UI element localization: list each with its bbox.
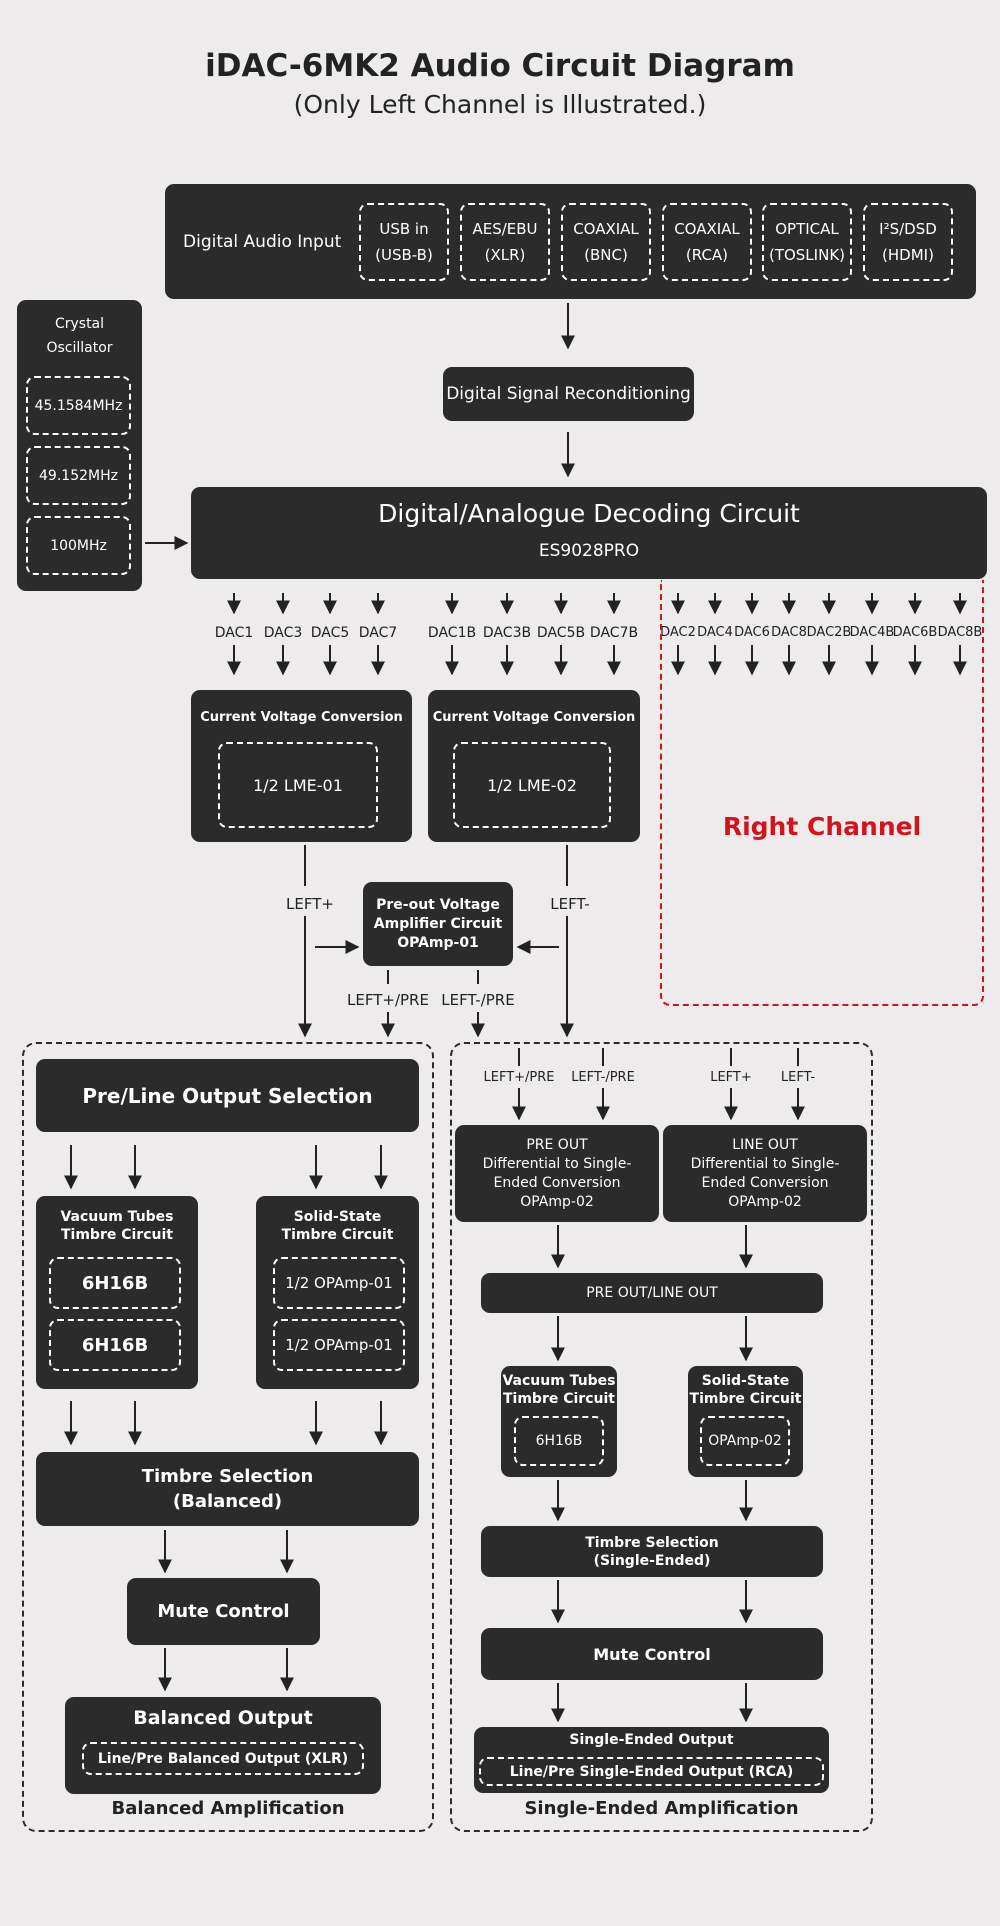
balanced-section bbox=[22, 1042, 434, 1832]
port-usb-type: (USB-B) bbox=[375, 246, 433, 264]
dac-label: DAC7 bbox=[358, 625, 398, 641]
port-i2s-dsd-name: I²S/DSD bbox=[879, 220, 937, 238]
bal-solid-timbre: Solid-State Timbre Circuit 1/2 OPAmp-01 … bbox=[256, 1196, 419, 1389]
iv-conversion-1-chip: 1/2 LME-01 bbox=[218, 742, 378, 828]
freq-100: 100MHz bbox=[26, 516, 131, 575]
bal-tube-chip-2: 6H16B bbox=[49, 1319, 181, 1371]
left-minus-label: LEFT- bbox=[550, 895, 590, 913]
port-optical: OPTICAL (TOSLINK) bbox=[762, 203, 852, 281]
dac-label: DAC4 bbox=[697, 625, 733, 640]
output-selection: Pre/Line Output Selection bbox=[36, 1059, 419, 1132]
dac-label: DAC2B bbox=[806, 625, 852, 640]
se-tube-timbre-title: Vacuum Tubes Timbre Circuit bbox=[502, 1373, 616, 1407]
right-channel-region bbox=[660, 580, 984, 1006]
balanced-output-title: Balanced Output bbox=[133, 1707, 313, 1729]
bal-tube-chip-1: 6H16B bbox=[49, 1257, 181, 1309]
dac-label: DAC4B bbox=[849, 625, 895, 640]
se-tube-timbre: Vacuum Tubes Timbre Circuit 6H16B bbox=[501, 1366, 617, 1477]
se-solid-timbre-title: Solid-State Timbre Circuit bbox=[689, 1373, 802, 1407]
bal-tube-timbre-title: Vacuum Tubes Timbre Circuit bbox=[60, 1209, 174, 1243]
bal-mute-control: Mute Control bbox=[127, 1578, 320, 1645]
port-usb: USB in (USB-B) bbox=[359, 203, 449, 281]
single-ended-output-rca: Line/Pre Single-Ended Output (RCA) bbox=[479, 1757, 824, 1786]
port-usb-name: USB in bbox=[379, 220, 429, 238]
port-aes-ebu-name: AES/EBU bbox=[472, 220, 538, 238]
port-optical-name: OPTICAL bbox=[775, 220, 839, 238]
bal-solid-timbre-title: Solid-State Timbre Circuit bbox=[281, 1209, 394, 1243]
single-ended-output-title: Single-Ended Output bbox=[569, 1732, 734, 1748]
bal-tube-timbre: Vacuum Tubes Timbre Circuit 6H16B 6H16B bbox=[36, 1196, 198, 1389]
single-ended-section-label: Single-Ended Amplification bbox=[524, 1798, 799, 1819]
dac-label: DAC8B bbox=[937, 625, 983, 640]
se-solid-chip: OPAmp-02 bbox=[700, 1416, 790, 1466]
iv-conversion-2: Current Voltage Conversion 1/2 LME-02 bbox=[428, 690, 640, 842]
dac-label: DAC5B bbox=[536, 625, 586, 641]
preout-amp: Pre-out Voltage Amplifier Circuit OPAmp-… bbox=[363, 882, 513, 966]
se-left-plus-label: LEFT+ bbox=[710, 1070, 752, 1085]
dac-label: DAC2 bbox=[660, 625, 696, 640]
iv-conversion-1-title: Current Voltage Conversion bbox=[200, 710, 403, 725]
se-left-minus-pre-label: LEFT-/PRE bbox=[571, 1070, 635, 1085]
se-solid-timbre: Solid-State Timbre Circuit OPAmp-02 bbox=[688, 1366, 803, 1477]
dac-label: DAC1 bbox=[214, 625, 254, 641]
freq-49-152: 49.152MHz bbox=[26, 446, 131, 505]
iv-conversion-2-title: Current Voltage Conversion bbox=[432, 710, 636, 725]
bal-timbre-selection: Timbre Selection (Balanced) bbox=[36, 1452, 419, 1526]
port-aes-ebu: AES/EBU (XLR) bbox=[460, 203, 550, 281]
bal-solid-chip-1: 1/2 OPAmp-01 bbox=[273, 1257, 405, 1309]
dac-label: DAC6B bbox=[892, 625, 938, 640]
port-optical-type: (TOSLINK) bbox=[768, 246, 846, 264]
port-aes-ebu-type: (XLR) bbox=[484, 246, 526, 264]
bal-solid-chip-2: 1/2 OPAmp-01 bbox=[273, 1319, 405, 1371]
dac-label: DAC1B bbox=[427, 625, 477, 641]
dac-label: DAC5 bbox=[310, 625, 350, 641]
decoding-circuit-title: Digital/Analogue Decoding Circuit bbox=[378, 499, 800, 528]
port-coax-rca: COAXIAL (RCA) bbox=[662, 203, 752, 281]
left-plus-pre-label: LEFT+/PRE bbox=[347, 991, 429, 1009]
crystal-oscillator: Crystal Oscillator 45.1584MHz 49.152MHz … bbox=[17, 300, 142, 591]
port-coax-bnc-name: COAXIAL bbox=[573, 220, 639, 238]
pre-out-conversion: PRE OUT Differential to Single- Ended Co… bbox=[455, 1125, 659, 1222]
iv-conversion-2-chip: 1/2 LME-02 bbox=[453, 742, 611, 828]
single-ended-output: Single-Ended Output Line/Pre Single-Ende… bbox=[474, 1727, 829, 1793]
se-mute-control: Mute Control bbox=[481, 1628, 823, 1680]
port-coax-rca-name: COAXIAL bbox=[674, 220, 740, 238]
dac-label: DAC3 bbox=[263, 625, 303, 641]
port-coax-bnc-type: (BNC) bbox=[584, 246, 628, 264]
single-ended-section bbox=[450, 1042, 873, 1832]
freq-45-1584: 45.1584MHz bbox=[26, 376, 131, 435]
balanced-output: Balanced Output Line/Pre Balanced Output… bbox=[65, 1697, 381, 1794]
port-i2s-dsd: I²S/DSD (HDMI) bbox=[863, 203, 953, 281]
page-title: iDAC-6MK2 Audio Circuit Diagram bbox=[205, 48, 795, 84]
digital-audio-input: Digital Audio Input USB in (USB-B) AES/EB… bbox=[165, 184, 976, 299]
left-plus-label: LEFT+ bbox=[286, 895, 334, 913]
se-timbre-selection: Timbre Selection (Single-Ended) bbox=[481, 1526, 823, 1577]
balanced-section-label: Balanced Amplification bbox=[111, 1798, 345, 1819]
pre-line-out-selector: PRE OUT/LINE OUT bbox=[481, 1273, 823, 1313]
iv-conversion-1: Current Voltage Conversion 1/2 LME-01 bbox=[191, 690, 412, 842]
decoding-circuit: Digital/Analogue Decoding Circuit ES9028… bbox=[191, 487, 987, 579]
line-out-conversion: LINE OUT Differential to Single- Ended C… bbox=[663, 1125, 867, 1222]
dac-label: DAC7B bbox=[589, 625, 639, 641]
dac-label: DAC8 bbox=[771, 625, 807, 640]
port-coax-rca-type: (RCA) bbox=[685, 246, 729, 264]
se-left-minus-label: LEFT- bbox=[780, 1070, 816, 1085]
se-left-plus-pre-label: LEFT+/PRE bbox=[483, 1070, 555, 1085]
digital-audio-input-label: Digital Audio Input bbox=[183, 231, 342, 252]
right-channel-label: Right Channel bbox=[722, 812, 922, 841]
se-tube-chip: 6H16B bbox=[514, 1416, 604, 1466]
port-coax-bnc: COAXIAL (BNC) bbox=[561, 203, 651, 281]
crystal-oscillator-label: Crystal Oscillator bbox=[46, 316, 113, 356]
decoding-circuit-chip: ES9028PRO bbox=[538, 541, 640, 561]
dac-label: DAC6 bbox=[734, 625, 770, 640]
signal-reconditioning: Digital Signal Reconditioning bbox=[443, 367, 694, 421]
dac-label: DAC3B bbox=[482, 625, 532, 641]
balanced-output-xlr: Line/Pre Balanced Output (XLR) bbox=[82, 1742, 364, 1775]
left-minus-pre-label: LEFT-/PRE bbox=[441, 991, 515, 1009]
page-subtitle: (Only Left Channel is Illustrated.) bbox=[293, 90, 707, 119]
port-i2s-dsd-type: (HDMI) bbox=[882, 246, 934, 264]
